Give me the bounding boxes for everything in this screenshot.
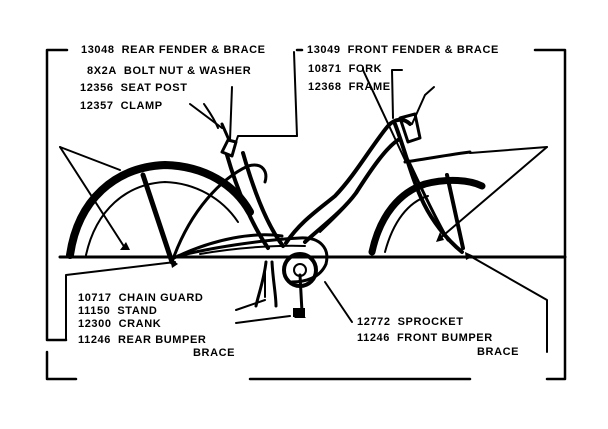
rear-wheel xyxy=(66,161,254,265)
bike-frame xyxy=(170,112,472,264)
label-front-bumper-line2: BRACE xyxy=(477,346,520,358)
label-rear-bumper-line2: BRACE xyxy=(193,347,236,359)
callout-arrows xyxy=(120,232,474,318)
sprocket-crank xyxy=(282,252,318,317)
leader-lines xyxy=(59,51,548,353)
chain-guard-shape xyxy=(176,236,329,284)
diagram-border xyxy=(45,48,69,342)
